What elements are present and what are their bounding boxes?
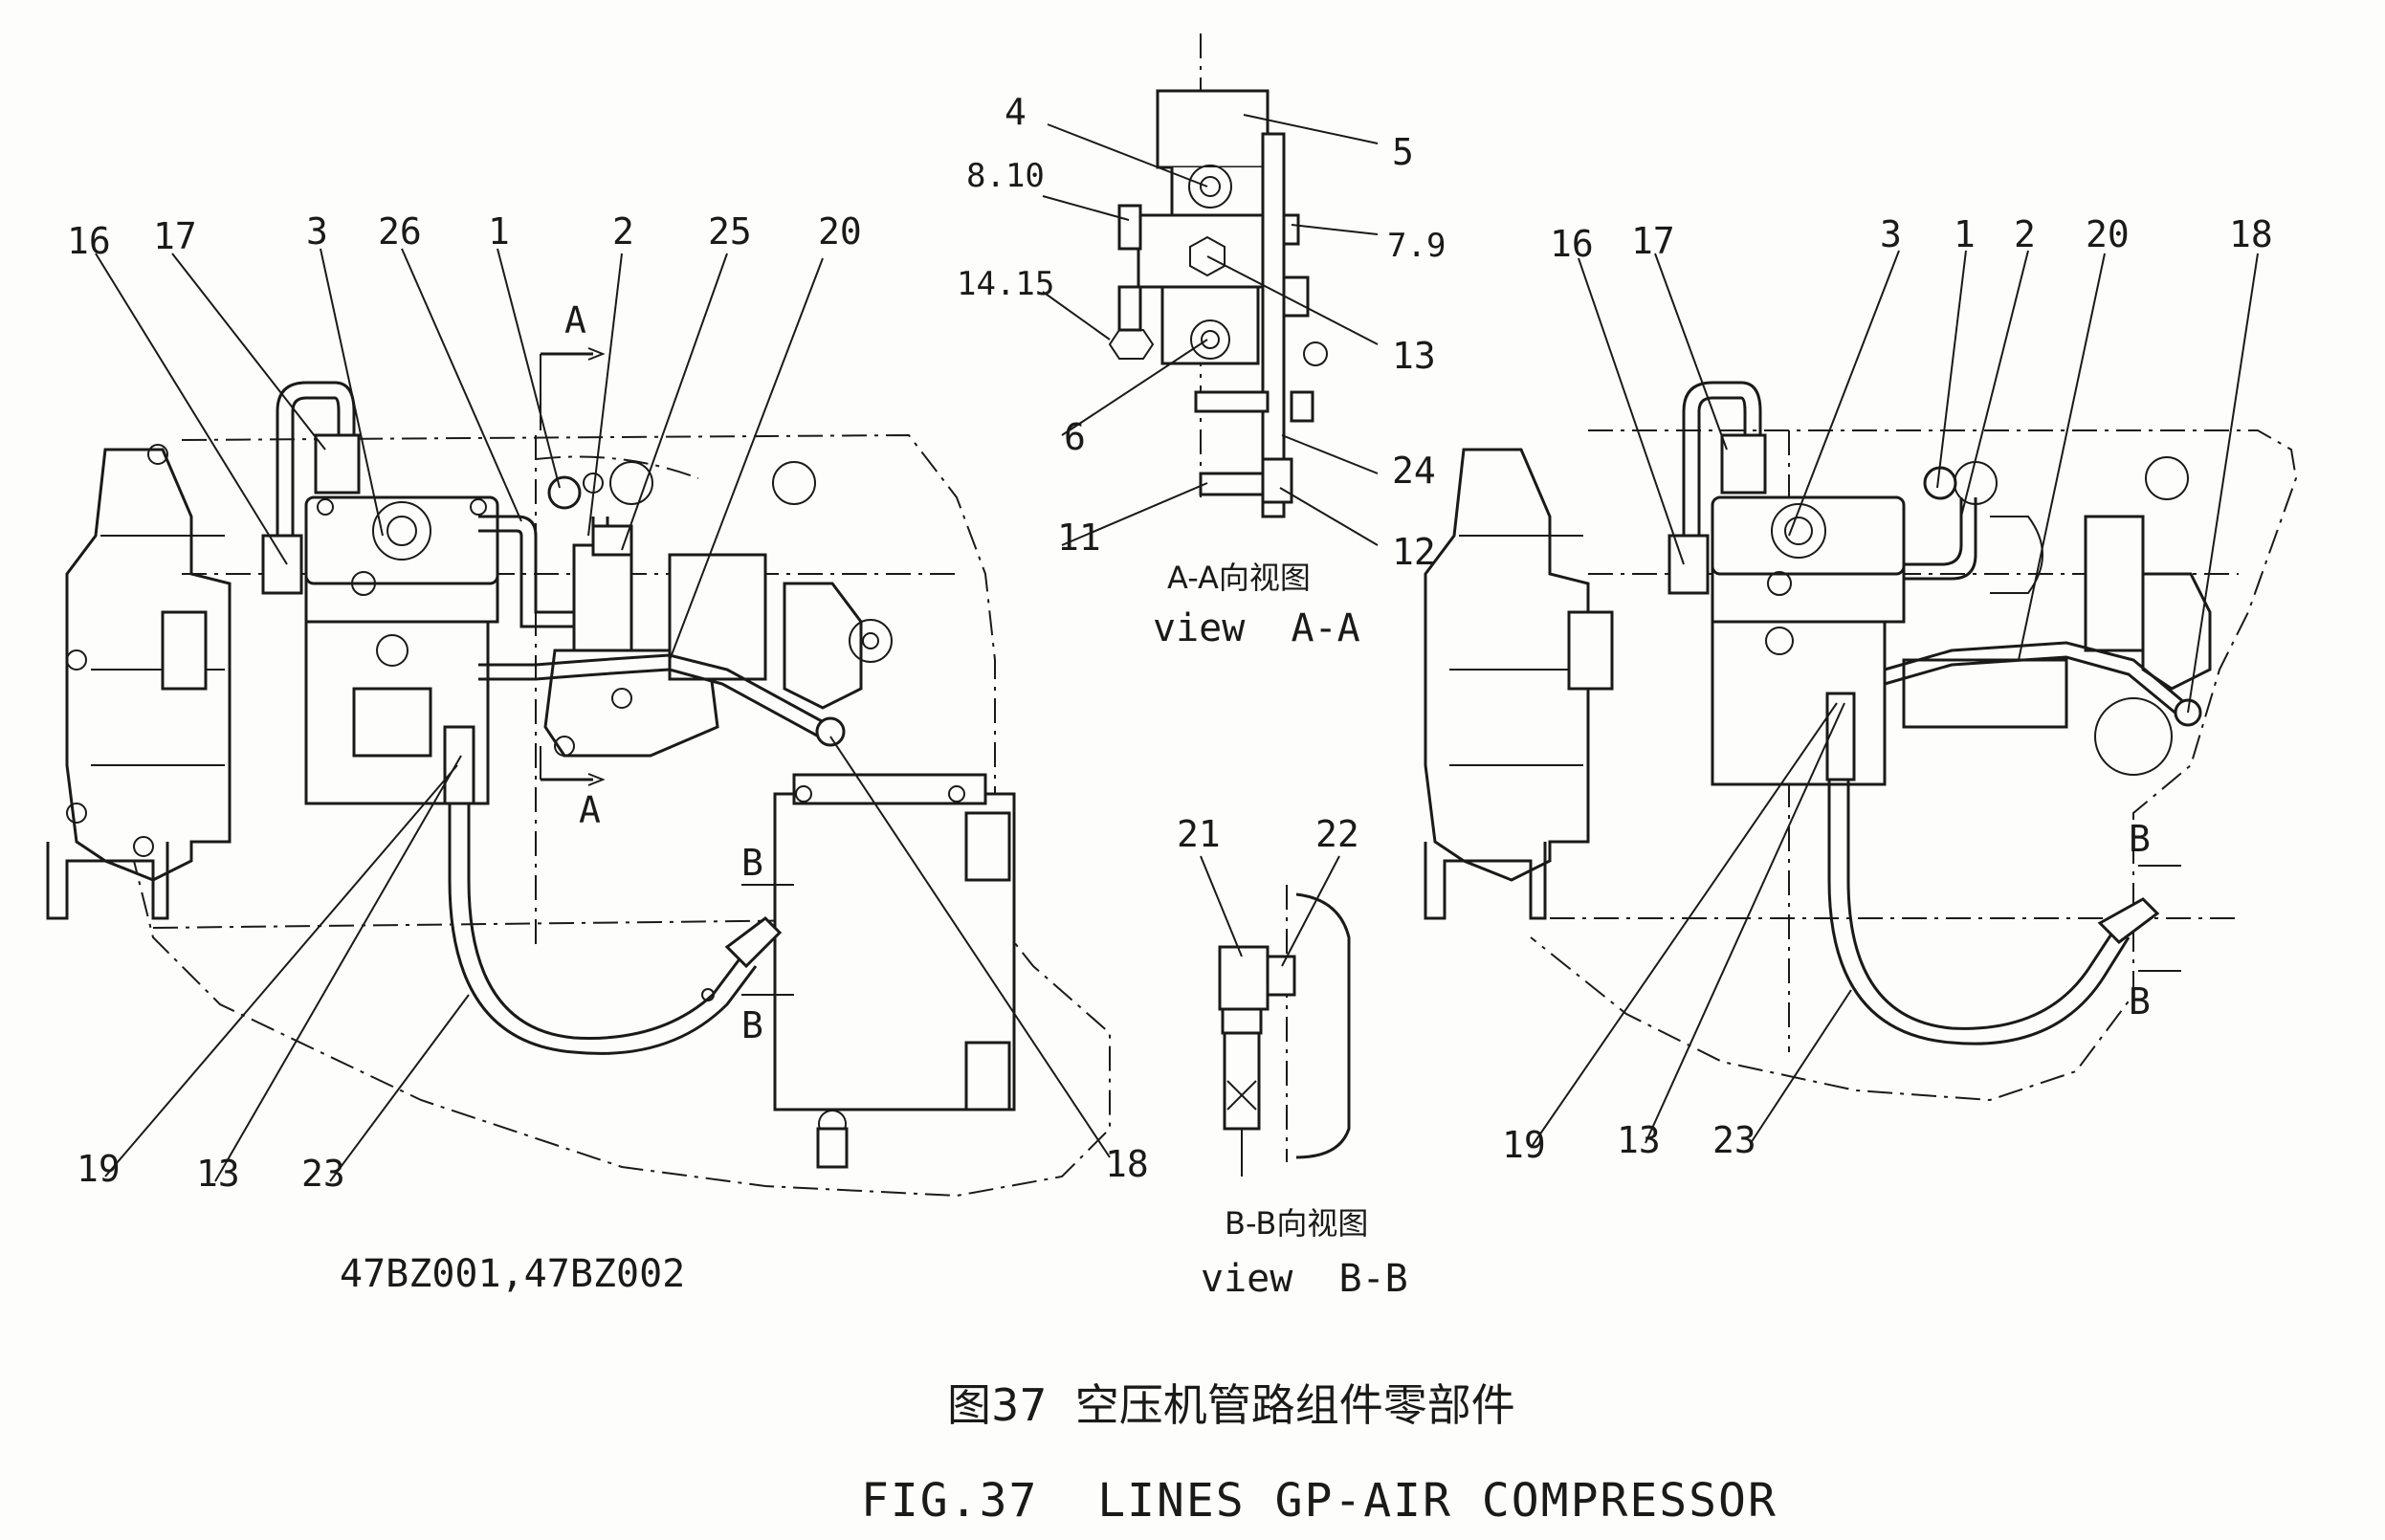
- callouts-right: 16 17 3 1 2 20 18 19 13 23: [1502, 213, 2273, 1166]
- callouts-view-aa: 4 5 8.10 7.9 14.15 13 6 24 11 12: [957, 91, 1446, 573]
- callout-6-aa: 6: [1064, 416, 1086, 458]
- callout-1-left: 1: [488, 210, 510, 253]
- view-bb-title-cn: B-B向视图: [1225, 1205, 1368, 1242]
- left-assembly: [46, 381, 1111, 1198]
- callout-24-aa: 24: [1392, 450, 1436, 492]
- callout-22-bb: 22: [1315, 813, 1359, 855]
- callout-23-right: 23: [1712, 1119, 1756, 1161]
- callout-25-left: 25: [708, 210, 752, 253]
- callout-3-right: 3: [1880, 213, 1902, 255]
- section-mark-b-right-bottom: B: [2129, 980, 2151, 1023]
- callout-1-right: 1: [1954, 213, 1976, 255]
- callout-17-left: 17: [153, 215, 197, 257]
- callout-19-left: 19: [77, 1148, 121, 1190]
- view-aa-detail: [1108, 33, 1328, 518]
- caption-english: FIG.37 LINES GP-AIR COMPRESSOR: [861, 1474, 1778, 1528]
- callout-12-aa: 12: [1392, 531, 1436, 573]
- callout-18-left: 18: [1105, 1143, 1149, 1185]
- callout-19-right: 19: [1502, 1124, 1546, 1166]
- callout-18-right: 18: [2229, 213, 2273, 255]
- callouts-view-bb: 21 22: [1177, 813, 1359, 855]
- callout-23-left: 23: [301, 1153, 345, 1195]
- callout-17-right: 17: [1631, 220, 1675, 262]
- callout-13-left: 13: [196, 1153, 240, 1195]
- section-mark-a-bottom: A: [579, 789, 601, 831]
- callout-26-left: 26: [378, 210, 422, 253]
- view-aa-title-cn: A-A向视图: [1167, 560, 1311, 596]
- callout-3-left: 3: [306, 210, 328, 253]
- view-titles: A-A向视图 view A-A B-B向视图 view B-B: [1153, 560, 1408, 1301]
- leader-lines: [95, 114, 2259, 1182]
- callout-2-left: 2: [612, 210, 634, 253]
- section-arrows: [540, 347, 606, 786]
- callout-20-right: 20: [2086, 213, 2130, 255]
- model-numbers: 47BZ001,47BZ002: [340, 1252, 685, 1296]
- callout-13-aa: 13: [1392, 335, 1436, 377]
- callout-20-left: 20: [818, 210, 862, 253]
- callout-5-aa: 5: [1392, 131, 1414, 173]
- view-bb-detail: [1218, 885, 1351, 1177]
- right-assembly: [1424, 381, 2298, 1102]
- callout-14-15-aa: 14.15: [957, 265, 1054, 303]
- section-mark-b-left-bottom: B: [741, 1004, 763, 1046]
- view-bb-title-en: view B-B: [1201, 1257, 1408, 1301]
- callout-8-10-aa: 8.10: [966, 157, 1045, 195]
- callout-16-right: 16: [1550, 223, 1594, 265]
- section-mark-b-left-top: B: [741, 842, 763, 884]
- section-mark-a-top: A: [564, 299, 586, 341]
- callout-21-bb: 21: [1177, 813, 1221, 855]
- section-marks: A A B B B B: [564, 299, 2151, 1046]
- callout-13-right: 13: [1617, 1119, 1661, 1161]
- section-mark-b-right-top: B: [2129, 818, 2151, 860]
- callout-2-right: 2: [2014, 213, 2036, 255]
- view-aa-title-en: view A-A: [1153, 606, 1360, 650]
- callouts-left: 16 17 3 26 1 2 25 20 19 13 23 18: [67, 210, 1149, 1195]
- caption-chinese: 图37 空压机管路组件零部件: [947, 1379, 1515, 1431]
- callout-4-aa: 4: [1005, 91, 1027, 133]
- callout-7-9-aa: 7.9: [1387, 227, 1446, 265]
- callout-11-aa: 11: [1057, 517, 1101, 559]
- callout-16-left: 16: [67, 220, 111, 262]
